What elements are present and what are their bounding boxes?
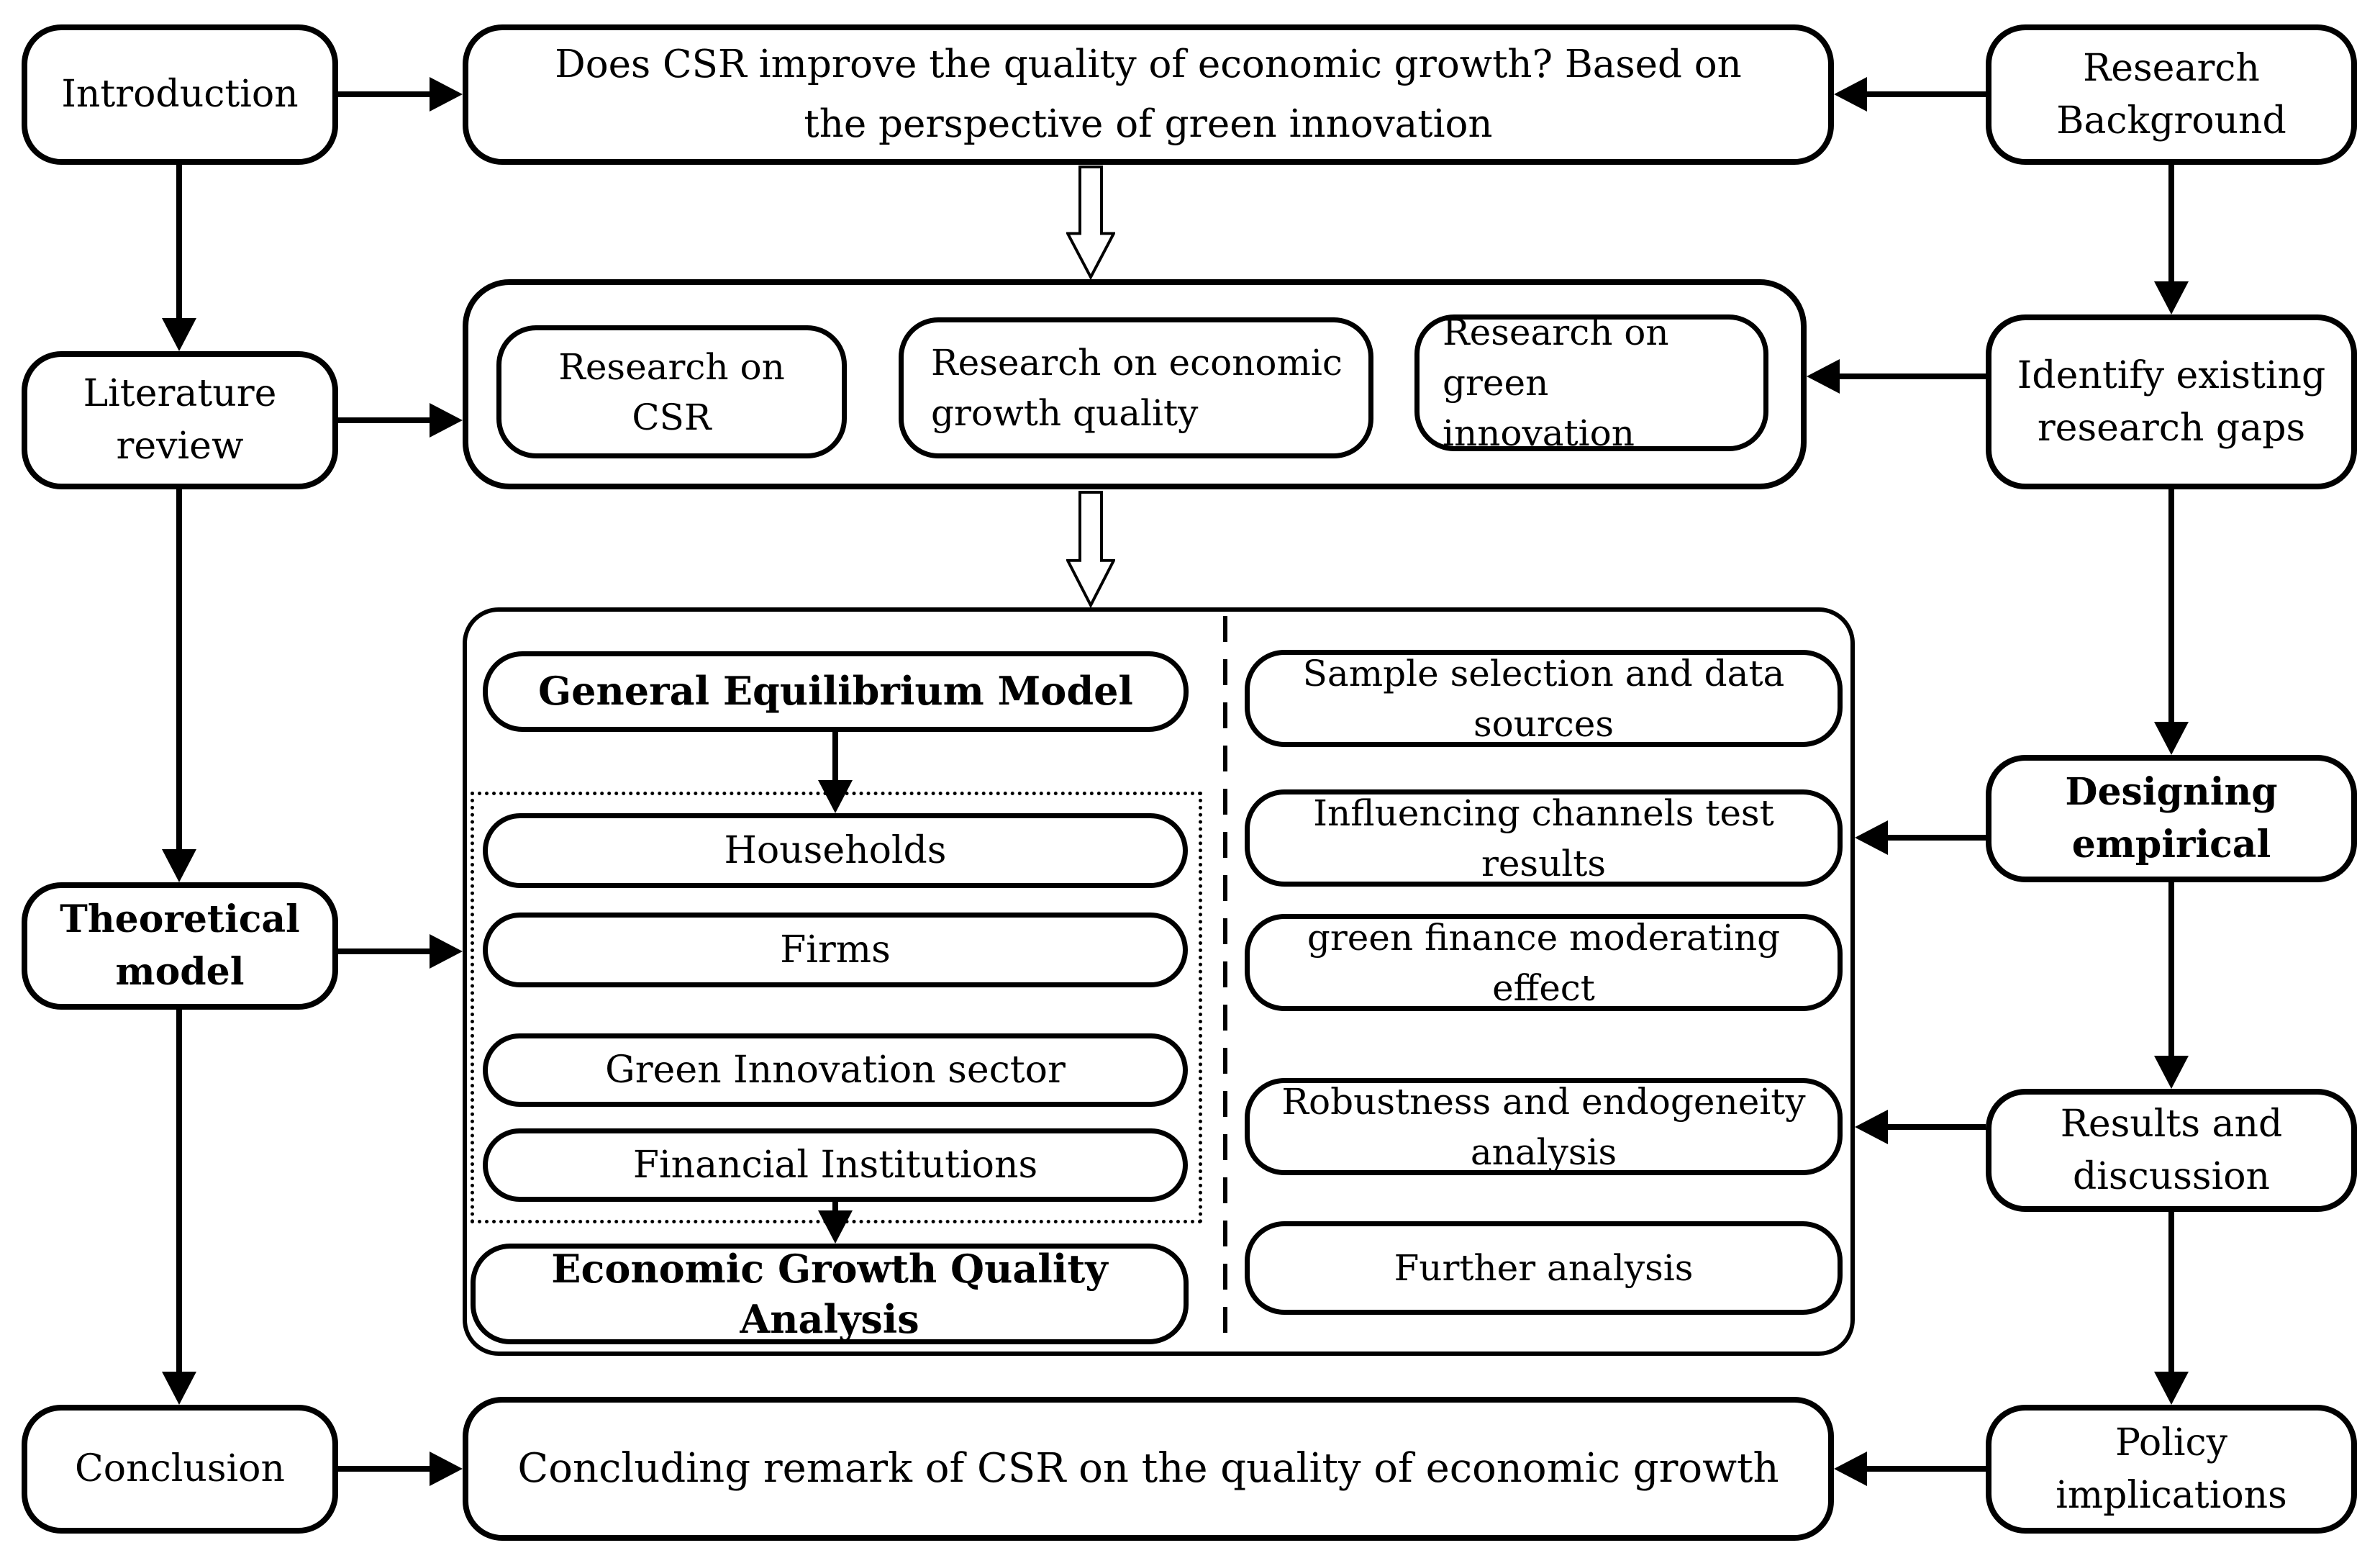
arrowhead-theoretical-model-to-model-group <box>430 934 463 969</box>
node-concluding-remark: Concluding remark of CSR on the quality … <box>463 1397 1834 1541</box>
arrowhead-introduction-to-main-question <box>430 77 463 112</box>
node-green-innovation-sector: Green Innovation sector <box>483 1033 1188 1107</box>
arrowhead-results-discussion-to-robustness <box>1855 1110 1888 1144</box>
node-further-analysis: Further analysis <box>1245 1221 1843 1315</box>
hollow-down-arrow-top <box>1065 166 1117 282</box>
arrow-research-background-to-main-question <box>1867 91 1986 97</box>
arrowhead-designing-empirical-to-results-discussion <box>2154 1056 2189 1089</box>
node-results-discussion: Results and discussion <box>1986 1089 2357 1212</box>
node-financial-institutions: Financial Institutions <box>483 1128 1188 1202</box>
node-influencing-channels: Influencing channels test results <box>1245 789 1843 887</box>
node-theoretical-model: Theoretical model <box>22 882 338 1010</box>
node-research-on-green-innovation: Research on green innovation <box>1414 312 1768 454</box>
arrow-theoretical-model-to-conclusion <box>176 1010 182 1372</box>
arrow-introduction-to-literature-review <box>176 165 182 318</box>
arrow-research-background-to-identify-gaps <box>2168 165 2174 281</box>
node-research-on-csr: Research on CSR <box>496 325 847 458</box>
arrowhead-results-discussion-to-policy-implications <box>2154 1372 2189 1405</box>
node-designing-empirical: Designing empirical <box>1986 755 2357 882</box>
arrow-designing-empirical-to-influencing-channels <box>1888 835 1986 841</box>
node-green-finance: green finance moderating effect <box>1245 914 1843 1011</box>
arrow-conclusion-to-concluding-remark <box>338 1466 430 1472</box>
arrow-literature-review-to-theoretical-model <box>176 489 182 849</box>
node-introduction: Introduction <box>22 24 338 165</box>
node-policy-implications: Policy implications <box>1986 1405 2357 1534</box>
arrowhead-research-background-to-identify-gaps <box>2154 281 2189 314</box>
node-research-on-economic-growth-quality: Research on economic growth quality <box>899 317 1373 458</box>
arrowhead-introduction-to-literature-review <box>162 318 196 351</box>
node-robustness: Robustness and endogeneity analysis <box>1245 1078 1843 1175</box>
arrowhead-sectors-to-egqa <box>818 1210 853 1244</box>
node-identify-gaps: Identify existing research gaps <box>1986 314 2357 489</box>
arrowhead-theoretical-model-to-conclusion <box>162 1372 196 1405</box>
arrowhead-conclusion-to-concluding-remark <box>430 1452 463 1486</box>
hollow-down-arrow-middle <box>1065 491 1117 610</box>
arrow-identify-gaps-to-designing-empirical <box>2168 489 2174 722</box>
node-main-question: Does CSR improve the quality of economic… <box>463 24 1834 165</box>
node-households: Households <box>483 813 1188 888</box>
arrowhead-gem-to-sectors <box>818 780 853 813</box>
arrowhead-literature-review-to-theoretical-model <box>162 849 196 882</box>
arrowhead-identify-gaps-to-literature-group <box>1807 359 1840 394</box>
arrowhead-research-background-to-main-question <box>1834 77 1867 112</box>
arrow-literature-review-to-literature-group <box>338 417 430 423</box>
arrowhead-literature-review-to-literature-group <box>430 403 463 438</box>
arrow-results-discussion-to-robustness <box>1888 1124 1986 1130</box>
arrowhead-designing-empirical-to-influencing-channels <box>1855 820 1888 855</box>
arrowhead-identify-gaps-to-designing-empirical <box>2154 722 2189 755</box>
node-general-equilibrium-model: General Equilibrium Model <box>483 651 1189 732</box>
node-economic-growth-quality-analysis: Economic Growth Quality Analysis <box>471 1244 1189 1344</box>
node-conclusion: Conclusion <box>22 1405 338 1534</box>
arrow-theoretical-model-to-model-group <box>338 948 430 954</box>
arrow-results-discussion-to-policy-implications <box>2168 1212 2174 1372</box>
arrow-sectors-to-egqa <box>832 1202 838 1210</box>
down-arrow-icon <box>1065 166 1117 281</box>
arrow-introduction-to-main-question <box>338 91 430 97</box>
center-dashed-divider <box>1223 616 1227 1347</box>
arrow-identify-gaps-to-literature-group <box>1840 373 1986 379</box>
node-literature-review: Literature review <box>22 351 338 489</box>
down-arrow-icon <box>1065 491 1117 609</box>
arrow-gem-to-sectors <box>832 732 838 780</box>
arrow-designing-empirical-to-results-discussion <box>2168 882 2174 1056</box>
node-sample-selection: Sample selection and data sources <box>1245 650 1843 747</box>
arrowhead-policy-implications-to-concluding-remark <box>1834 1452 1867 1486</box>
node-firms: Firms <box>483 913 1188 987</box>
node-research-background: Research Background <box>1986 24 2357 165</box>
arrow-policy-implications-to-concluding-remark <box>1867 1466 1986 1472</box>
